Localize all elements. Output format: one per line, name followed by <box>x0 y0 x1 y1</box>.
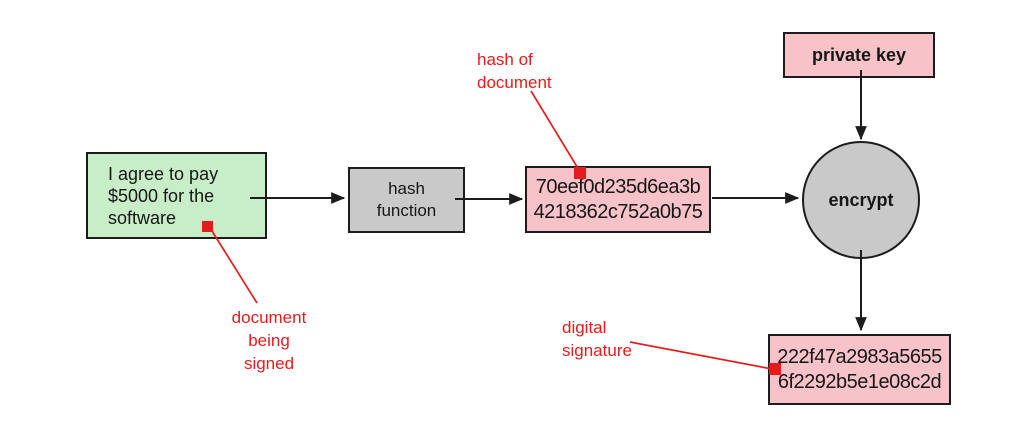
hash-value-node: 70eef0d235d6ea3b 4218362c752a0b75 <box>525 166 711 233</box>
private-key-node: private key <box>783 32 935 78</box>
hash-value-line: 70eef0d235d6ea3b <box>535 175 701 198</box>
annotation-digital-signature: digital signature <box>562 316 632 362</box>
encrypt-label: encrypt <box>828 189 894 210</box>
annotation-line: digital <box>562 318 607 337</box>
document-node: I agree to pay $5000 for the software <box>86 152 267 239</box>
annotation-hash-of-document: hash of document <box>477 48 552 94</box>
signature-value-node: 222f47a2983a5655 6f2292b5e1e08c2d <box>768 334 951 405</box>
leader-line-hash-of-document <box>530 90 580 171</box>
signature-value-line: 222f47a2983a5655 <box>777 345 942 368</box>
signature-value-line: 6f2292b5e1e08c2d <box>777 370 942 393</box>
hash-function-label-line: hash <box>388 179 425 198</box>
annotation-line: hash of <box>477 50 533 69</box>
annotation-line: signature <box>562 341 632 360</box>
hash-value-line: 4218362c752a0b75 <box>533 200 703 223</box>
hash-function-node: hash function <box>348 167 465 233</box>
annotation-line: being <box>248 331 290 350</box>
hash-function-label-line: function <box>376 201 437 220</box>
leader-line-document-being-signed <box>211 230 258 304</box>
annotation-line: signed <box>243 354 295 373</box>
document-text-line: software <box>108 207 177 228</box>
annotation-line: document <box>231 308 307 327</box>
document-text-line: $5000 for the <box>108 185 215 206</box>
document-text-line: I agree to pay <box>108 163 219 184</box>
leader-line-digital-signature <box>629 341 773 370</box>
private-key-label: private key <box>811 44 907 65</box>
annotation-document-being-signed: document being signed <box>204 306 334 375</box>
annotation-line: document <box>477 73 552 92</box>
encrypt-node: encrypt <box>802 141 920 259</box>
